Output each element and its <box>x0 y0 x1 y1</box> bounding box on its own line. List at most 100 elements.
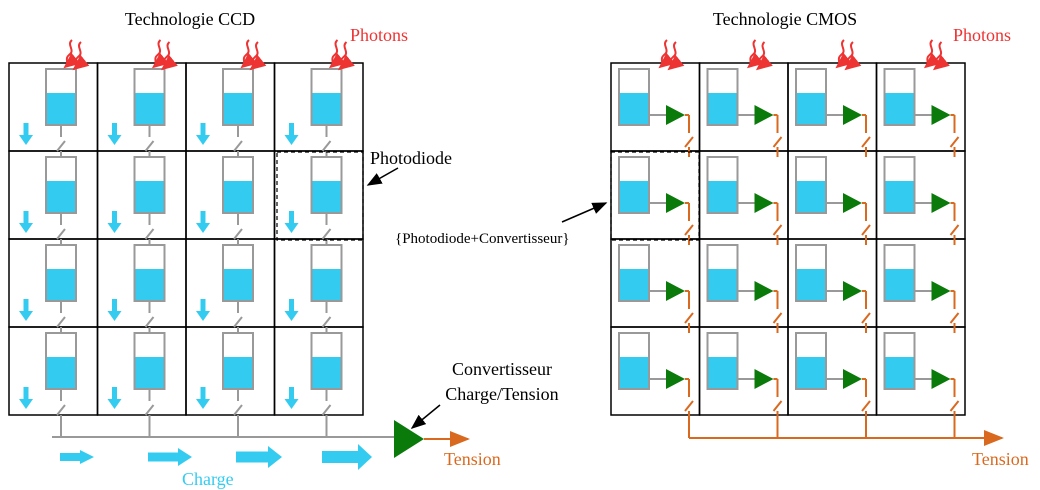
photodiode-charge <box>708 181 737 212</box>
photodiode-charge <box>885 269 914 300</box>
photodiode-charge <box>135 357 164 388</box>
converter-label-line1: Convertisseur <box>452 359 552 379</box>
photodiode-charge <box>620 269 648 300</box>
photodiode-charge <box>135 93 164 124</box>
photodiode-charge <box>797 181 825 212</box>
switch-icon <box>861 224 871 236</box>
switch-icon <box>772 136 783 148</box>
charge-label: Charge <box>182 469 234 489</box>
cmos-output-label: Tension <box>972 449 1029 469</box>
photodiode-charge <box>620 181 648 212</box>
amplifier-triangle-icon <box>754 105 774 125</box>
switch-icon <box>56 140 66 152</box>
switch-icon <box>56 228 66 240</box>
amplifier-triangle-icon <box>754 193 774 213</box>
photon-wave-icon <box>151 39 169 69</box>
charge-arrow-shaft <box>200 211 206 224</box>
converter-pointer-arrow <box>410 404 441 429</box>
photodiode-charge <box>47 181 75 212</box>
photodiode-charge <box>620 357 648 388</box>
switch-icon <box>233 228 243 240</box>
photodiode-charge <box>47 93 75 124</box>
charge-arrow-shaft <box>112 387 117 400</box>
switch-icon <box>949 312 960 324</box>
switch-icon <box>684 136 694 148</box>
amplifier-triangle-icon <box>931 193 951 213</box>
charge-arrow-head <box>284 399 299 409</box>
photon-wave-icon <box>755 41 773 71</box>
ccd-photons-label: Photons <box>350 25 408 45</box>
charge-arrow-shaft <box>289 299 294 312</box>
switch-icon <box>144 316 155 328</box>
photon-wave-icon <box>160 41 178 71</box>
charge-arrow-head <box>80 450 94 464</box>
photodiode-charge <box>885 181 914 212</box>
ccd-sensor <box>8 39 470 470</box>
charge-arrow-shaft <box>112 123 117 136</box>
photodiode-charge <box>135 269 164 300</box>
photodiode-charge <box>312 269 341 300</box>
switch-icon <box>772 312 783 324</box>
charge-arrow-head <box>107 399 122 409</box>
photon-wave-icon <box>240 39 258 69</box>
charge-arrow-shaft <box>236 451 270 463</box>
switch-icon <box>949 224 960 236</box>
switch-icon <box>233 404 243 416</box>
charge-arrow-head <box>107 223 122 233</box>
amplifier-triangle-icon <box>666 193 685 213</box>
charge-arrow-head <box>284 135 299 145</box>
charge-arrow-shaft <box>60 453 82 461</box>
charge-arrow-head <box>196 399 210 409</box>
charge-arrow-shaft <box>23 211 29 224</box>
photon-wave-icon <box>63 39 81 69</box>
charge-arrow-head <box>268 446 282 468</box>
switch-icon <box>772 400 783 412</box>
switch-icon <box>949 136 960 148</box>
amplifier-triangle-icon <box>666 369 685 389</box>
photodiode-charge <box>224 93 252 124</box>
photodiode-charge <box>312 357 341 388</box>
switch-icon <box>321 228 332 240</box>
photodiode-charge <box>620 93 648 124</box>
photodiode-charge <box>224 357 252 388</box>
charge-arrow-shaft <box>112 211 117 224</box>
switch-icon <box>684 312 694 324</box>
ccd-output-label: Tension <box>444 449 501 469</box>
converter-label-line2: Charge/Tension <box>445 384 558 404</box>
photon-wave-icon <box>835 39 853 69</box>
switch-icon <box>144 404 155 416</box>
switch-icon <box>233 316 243 328</box>
amplifier-triangle-icon <box>931 281 951 301</box>
photodiode-charge <box>797 357 825 388</box>
photodiode-charge <box>885 93 914 124</box>
charge-arrow-head <box>284 223 299 233</box>
photodiode-charge <box>312 93 341 124</box>
charge-arrow-head <box>107 311 122 321</box>
switch-icon <box>144 228 155 240</box>
cmos-pixel-cell <box>875 326 966 416</box>
photon-wave-icon <box>72 41 90 71</box>
switch-icon <box>861 312 871 324</box>
photon-wave-icon <box>249 41 267 71</box>
amplifier-triangle-icon <box>931 369 951 389</box>
cmos-title: Technologie CMOS <box>713 9 857 29</box>
pixel-label: {Photodiode+Convertisseur} <box>395 231 570 247</box>
amplifier-triangle-icon <box>754 281 774 301</box>
ccd-title: Technologie CCD <box>125 9 255 29</box>
photon-wave-icon <box>923 39 941 69</box>
photodiode-charge <box>708 269 737 300</box>
photon-wave-icon <box>844 41 862 71</box>
switch-icon <box>56 316 66 328</box>
photodiode-charge <box>885 357 914 388</box>
charge-arrow-shaft <box>200 123 206 136</box>
photodiode-charge <box>797 269 825 300</box>
amplifier-triangle-icon <box>843 105 862 125</box>
switch-icon <box>684 224 694 236</box>
switch-icon <box>321 140 332 152</box>
photodiode-charge <box>224 181 252 212</box>
charge-arrow-shaft <box>289 387 294 400</box>
pixel-pointer-arrow <box>561 202 608 223</box>
switch-icon <box>861 136 871 148</box>
amplifier-triangle-icon <box>843 193 862 213</box>
charge-arrow-head <box>284 311 299 321</box>
